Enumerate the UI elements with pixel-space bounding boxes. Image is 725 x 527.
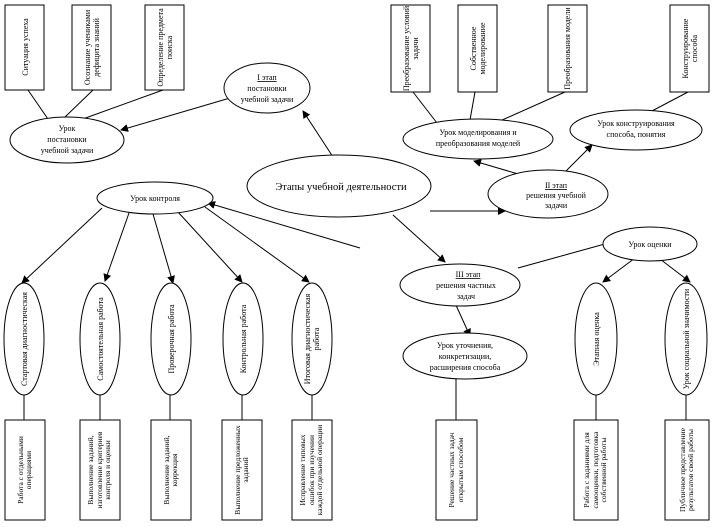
lesson-modeling-line2: преобразования моделей — [436, 139, 521, 148]
eval-oval-2-text: Урок социальной значимости — [681, 288, 691, 390]
bottom-box-7: Работа с заданиями для самооценки, подго… — [573, 419, 619, 521]
stage1-line1: I этап — [257, 73, 277, 82]
lesson-setting-line2: постановки — [47, 135, 87, 144]
lesson-setting-line1: Урок — [59, 124, 76, 133]
bottom-box-1: Работа с отдельными операциями — [4, 419, 46, 521]
lesson-refine-node: Урок уточнения, конкретизации, расширени… — [402, 332, 528, 380]
top-right-box-4-text: Конструирование способа — [680, 18, 699, 79]
stage3-line1: III этап — [456, 270, 481, 279]
bottom-box-4-text: Выполнение предложенных заданий — [232, 425, 251, 515]
top-right-box-4: Конструирование способа — [669, 4, 710, 93]
stage3-line3: задач — [457, 292, 475, 301]
top-right-box-2: Собственное моделирование — [457, 4, 498, 93]
stage3-line2: решения частных — [436, 281, 496, 290]
lesson-refine-line1: Урок уточнения, — [437, 341, 493, 350]
lesson-refine-line3: расширения способа — [430, 363, 501, 372]
top-left-box-2: Осознание учениками дефицита знаний — [71, 4, 112, 91]
control-oval-1-text: Стартовая диагностическая — [19, 292, 29, 386]
bottom-box-4: Выполнение предложенных заданий — [221, 419, 263, 521]
control-oval-3: Проверочная работа — [150, 282, 192, 396]
stage1-line2: постановки — [247, 84, 287, 93]
control-oval-2-text: Самостоятельная работа — [95, 297, 105, 381]
stage2-line3: задачи — [545, 201, 568, 210]
top-right-box-2-text: Собственное моделирование — [468, 22, 487, 75]
lesson-refine-line2: конкретизации, — [439, 352, 492, 361]
center-node: Этапы учебной деятельности — [246, 154, 432, 218]
lesson-setting-line3: учебной задачи — [41, 146, 94, 155]
stage2-line1: II этап — [545, 181, 568, 190]
top-left-box-2-text: Осознание учениками дефицита знаний — [82, 9, 101, 86]
stage3-node: III этап решения частных задач — [399, 263, 521, 307]
stage1-node: I этап постановки учебной задачи — [223, 62, 311, 114]
bottom-box-8: Публичное представление результатов свое… — [664, 419, 710, 521]
bottom-box-8-text: Публичное представление результатов свое… — [677, 428, 696, 512]
lesson-construct-node: Урок конструирования способа, понятия — [569, 109, 703, 151]
eval-oval-1-text: Этапная оценка — [591, 312, 601, 366]
control-oval-4: Контрольная работа — [222, 282, 264, 396]
lesson-control-label: Урок контроля — [130, 194, 180, 203]
lesson-eval-label: Урок оценки — [628, 240, 672, 249]
lesson-modeling-node: Урок моделирования и преобразования моде… — [402, 118, 554, 160]
lesson-modeling-line1: Урок моделирования и — [439, 128, 517, 137]
lesson-construct-line2: способа, понятия — [607, 130, 666, 139]
stage2-line2: решения учебной — [526, 191, 586, 200]
bottom-box-3: Выполнение заданий, коррекция — [150, 419, 192, 521]
center-label: Этапы учебной деятельности — [275, 182, 407, 193]
bottom-box-2: Выполнение заданий, изготовление критери… — [79, 419, 121, 521]
top-left-box-1-text: Ситуация успеха — [21, 18, 30, 76]
top-right-box-3: Преобразования модели — [547, 4, 588, 93]
bottom-box-3-text: Выполнение заданий, коррекция — [161, 435, 180, 505]
lesson-construct-line1: Урок конструирования — [597, 119, 675, 128]
eval-oval-1: Этапная оценка — [574, 282, 618, 396]
control-oval-1: Стартовая диагностическая — [3, 282, 45, 396]
top-left-box-3: Определение предмета поиска — [144, 4, 185, 91]
control-oval-5-text: Итоговая диагностическая работа — [303, 293, 321, 385]
bottom-box-6-text: Решение частных задач открытым способом — [447, 432, 465, 508]
lesson-control-node: Урок контроля — [96, 181, 214, 215]
bottom-boxes: Работа с отдельными операциями Выполнение… — [4, 419, 710, 521]
eval-oval-2: Урок социальной значимости — [664, 282, 708, 396]
lesson-eval-node: Урок оценки — [602, 226, 698, 262]
control-oval-4-text: Контрольная работа — [238, 304, 248, 374]
control-oval-5: Итоговая диагностическая работа — [291, 282, 333, 396]
top-left-box-1: Ситуация успеха — [4, 4, 45, 91]
stage1-line3: учебной задачи — [241, 95, 294, 104]
bottom-box-6: Решение частных задач открытым способом — [435, 419, 478, 521]
top-left-box-3-text: Определение предмета поиска — [155, 8, 174, 87]
bottom-box-5: Исправление типовых ошибок при изучении … — [291, 419, 333, 521]
stage2-node: II этап решения учебной задачи — [487, 169, 609, 219]
top-right-box-1: Преобразование условий задачи — [390, 4, 431, 93]
control-oval-2: Самостоятельная работа — [79, 282, 121, 396]
lesson-setting-node: Урок постановки учебной задачи — [9, 116, 125, 164]
bottom-box-1-text: Работа с отдельными операциями — [15, 436, 34, 504]
connector-lines — [21, 89, 691, 420]
top-right-box-3-text: Преобразования модели — [563, 7, 572, 90]
bottom-box-5-text: Исправление типовых ошибок при изучении … — [298, 424, 325, 516]
bottom-box-2-text: Выполнение заданий, изготовление критери… — [86, 431, 113, 509]
control-oval-3-text: Проверочная работа — [166, 304, 176, 374]
bottom-box-7-text: Работа с заданиями для самооценки, подго… — [582, 431, 609, 509]
top-right-box-1-text: Преобразование условий задачи — [401, 5, 420, 92]
